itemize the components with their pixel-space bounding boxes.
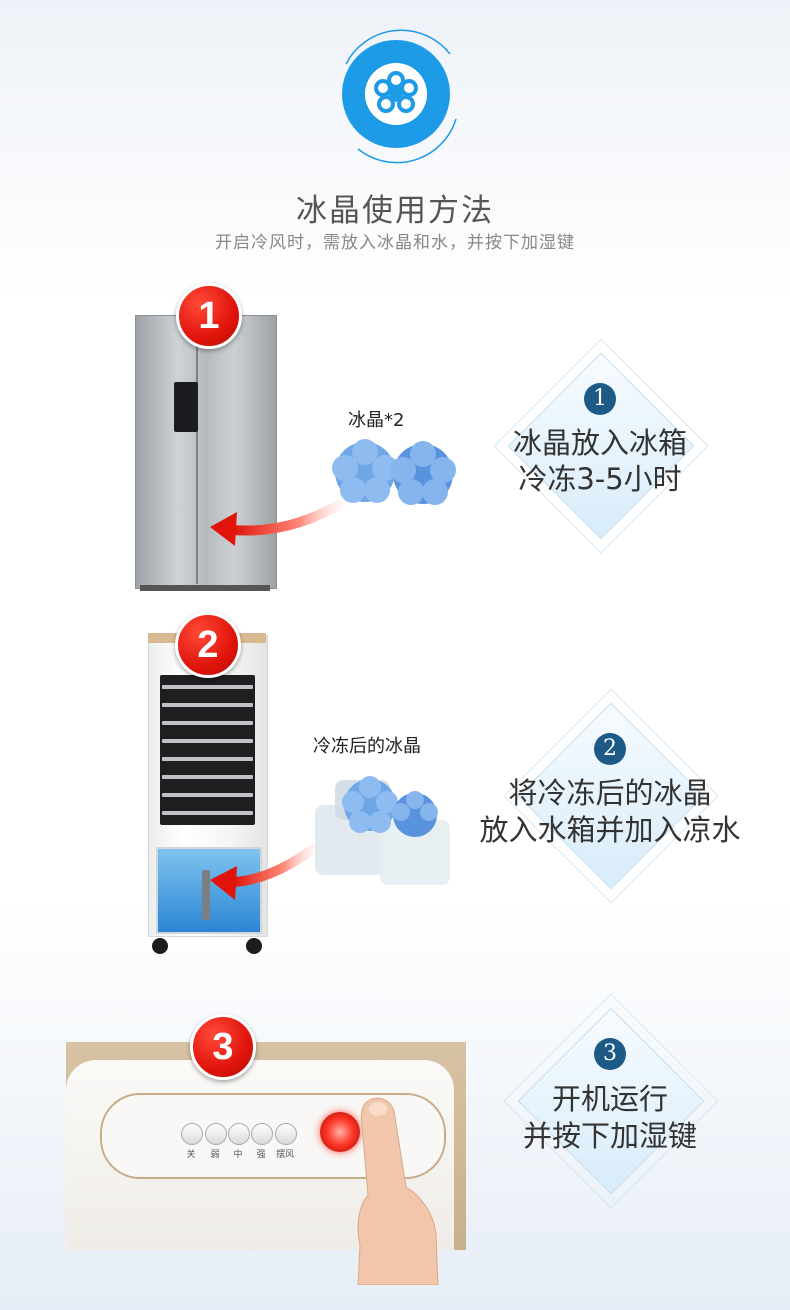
high-button-label: 强 [256,1150,266,1160]
low-button [205,1123,227,1145]
fridge-door-split [196,318,198,584]
step-2-number: 2 [594,733,626,765]
high-button [251,1123,273,1145]
refrigerator-image [135,315,277,589]
medium-button [228,1123,250,1145]
step-2-line-1: 将冷冻后的冰晶 [508,776,712,810]
fridge-base [140,585,270,591]
step-1-number: 1 [584,383,616,415]
step-3-line-2: 并按下加湿键 [522,1119,697,1153]
air-cooler-grille [160,675,255,825]
off-button-label: 关 [186,1150,196,1160]
step-3-line-1: 开机运行 [551,1082,668,1116]
step-2-illustration [210,776,450,900]
step-2-badge: 2 [175,612,241,678]
finger-icon [357,1097,439,1285]
swing-button-label: 摆风 [275,1150,294,1160]
page-subtitle: 开启冷风时，需放入冰晶和水，并按下加湿键 [215,233,575,253]
step-3-badge: 3 [190,1014,256,1080]
low-button-label: 弱 [210,1150,220,1160]
ice-crystal-emblem [342,29,457,164]
page-title: 冰晶使用方法 [296,193,494,229]
step-1-line-2: 冷冻3-5小时 [518,462,682,496]
arrow-icon [232,836,329,887]
off-button [181,1123,203,1145]
ice-crystal-pack-icon [342,776,438,837]
step-2-line-2: 放入水箱并加入凉水 [479,813,741,847]
step-1-illustration [210,439,456,546]
medium-button-label: 中 [233,1150,243,1160]
arrow-icon [232,490,358,536]
swing-button [275,1123,297,1145]
step-1-product-label: 冰晶*2 [348,410,405,431]
wheel-icon [246,938,262,954]
ice-crystal-pack-icon [332,439,456,505]
water-tank-handle [202,870,210,920]
fridge-control-panel [174,382,198,432]
step-2-product-label: 冷冻后的冰晶 [313,736,421,757]
step-1-line-1: 冰晶放入冰箱 [512,426,687,460]
wheel-icon [152,938,168,954]
humidify-button [320,1112,360,1152]
step-1-badge: 1 [176,283,242,349]
step-3-number: 3 [594,1038,626,1070]
